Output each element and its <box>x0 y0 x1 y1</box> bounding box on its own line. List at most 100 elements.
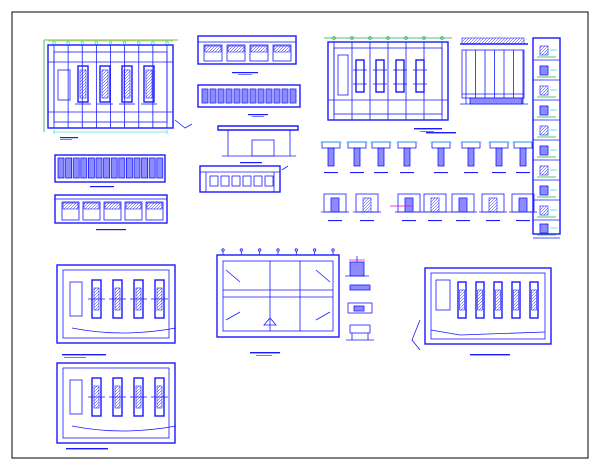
cad-line <box>83 202 100 210</box>
window-bay <box>257 88 265 104</box>
footing-detail <box>403 147 411 167</box>
window-bay <box>118 157 126 179</box>
cad-line <box>94 41 98 45</box>
plan-top-right <box>324 36 452 132</box>
cad-line <box>428 220 442 222</box>
cad-line <box>397 141 417 149</box>
cad-line <box>464 172 478 174</box>
cad-line <box>350 172 364 174</box>
cad-line <box>347 141 367 149</box>
cad-line <box>239 248 243 252</box>
cad-line <box>456 220 470 222</box>
sheet-border <box>11 11 589 459</box>
cad-line <box>321 141 341 149</box>
cad-line <box>294 248 298 252</box>
footing-detail <box>362 197 372 213</box>
cad-line <box>353 69 367 85</box>
detail-item <box>539 205 549 216</box>
footing-detail <box>495 147 503 167</box>
cad-line <box>69 281 83 317</box>
detail-item <box>539 125 549 136</box>
cad-line <box>123 69 131 99</box>
window-bay <box>88 157 95 179</box>
detail-item <box>539 165 549 176</box>
cad-line <box>313 248 317 252</box>
cad-line <box>516 172 530 174</box>
cad-line <box>492 172 506 174</box>
window-bay <box>95 157 103 179</box>
door-opening <box>249 44 269 62</box>
cad-line <box>486 220 500 222</box>
cad-line <box>434 172 448 174</box>
window-bay <box>281 88 289 104</box>
machine-unit <box>475 281 485 319</box>
cad-line <box>242 175 252 187</box>
machine-unit <box>355 59 365 93</box>
cad-line <box>227 45 245 53</box>
lower-elevation <box>54 194 168 231</box>
cad-line <box>400 172 414 174</box>
plan-lower-left <box>56 264 177 358</box>
cad-line <box>80 41 84 45</box>
footing-detail <box>377 147 385 167</box>
cad-line <box>459 289 465 311</box>
machine-unit <box>493 281 503 319</box>
door-opening <box>203 44 223 62</box>
window-bay <box>65 157 72 179</box>
section-elevation <box>197 84 301 117</box>
cad-line <box>328 220 342 222</box>
door-opening <box>145 201 164 221</box>
detail-sheet <box>532 37 561 239</box>
cad-line <box>371 141 391 149</box>
footing-detail <box>404 197 414 213</box>
cad-line <box>435 279 451 311</box>
machine-unit <box>77 65 89 103</box>
cad-line <box>402 220 416 222</box>
door-opening <box>61 201 80 221</box>
door-opening <box>103 201 122 221</box>
cad-line <box>165 41 169 45</box>
cad-line <box>426 132 456 134</box>
detail-item <box>539 185 549 196</box>
cad-line <box>253 175 263 187</box>
window-bay <box>201 88 209 104</box>
cad-line <box>66 41 70 45</box>
window-bay <box>233 88 241 104</box>
window-bay <box>225 88 233 104</box>
machine-unit <box>415 59 425 93</box>
cad-line <box>145 69 153 99</box>
cad-line <box>413 69 427 85</box>
cad-line <box>531 289 537 311</box>
machine-unit <box>457 281 467 319</box>
cad-line <box>250 45 268 53</box>
door-opening <box>226 44 246 62</box>
window-bay <box>209 88 217 104</box>
footing-detail <box>519 147 527 167</box>
door-opening <box>272 44 292 62</box>
machine-unit <box>121 65 133 103</box>
cad-line <box>477 289 483 311</box>
window-bay <box>217 88 225 104</box>
cad-line <box>324 172 338 174</box>
window-bay <box>148 157 156 179</box>
plan-right <box>411 267 552 356</box>
cad-line <box>62 202 79 210</box>
window-bay <box>80 157 88 179</box>
footing-detail <box>467 147 475 167</box>
plan-top-left <box>43 39 193 140</box>
window-bay <box>141 157 149 179</box>
cad-line <box>71 327 177 334</box>
footing-detail <box>518 197 528 213</box>
footing-detail <box>437 147 445 167</box>
window-bay <box>126 157 133 179</box>
cad-line <box>337 54 349 96</box>
footing-detail <box>327 147 335 167</box>
cad-line <box>151 41 155 45</box>
footing-detail <box>430 197 440 213</box>
cad-line <box>331 248 335 252</box>
window-bay <box>289 88 297 104</box>
cad-line <box>69 379 83 415</box>
window-bay <box>273 88 281 104</box>
